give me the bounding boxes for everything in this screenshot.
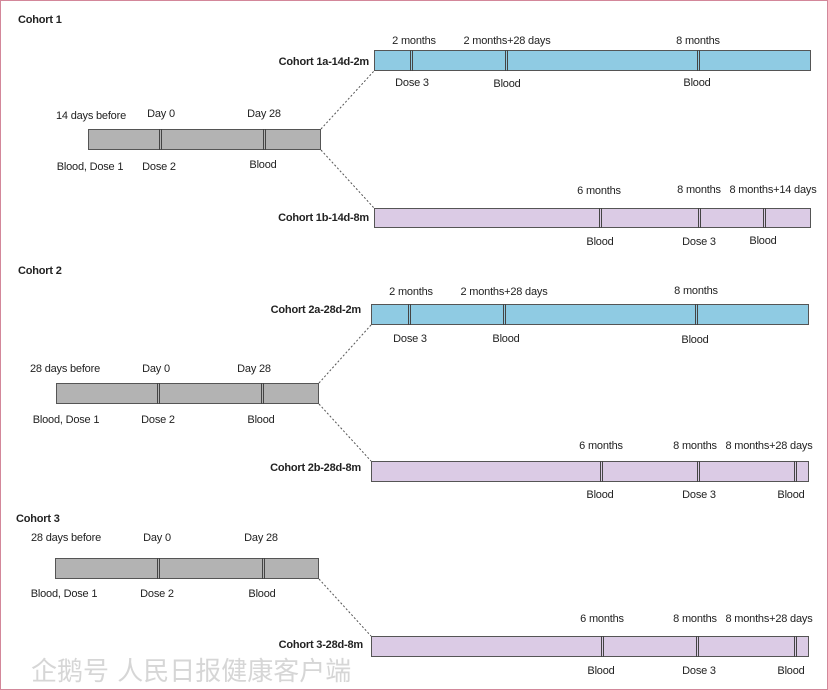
event-label: Dose 2 [141, 414, 175, 426]
timepoint-label: 28 days before [31, 532, 101, 544]
timepoint-marker [794, 636, 797, 657]
event-label: Blood [683, 77, 711, 89]
arm-timeline-bar [371, 304, 809, 325]
timepoint-marker [410, 50, 413, 71]
cohort-title: Cohort 1 [18, 14, 62, 26]
timepoint-marker [763, 208, 766, 228]
arm-label: Cohort 2b-28d-8m [270, 462, 361, 474]
event-label: Blood [248, 588, 276, 600]
baseline-timeline-bar [55, 558, 319, 579]
event-label: Blood [681, 334, 709, 346]
arm-label: Cohort 1a-14d-2m [278, 56, 370, 68]
dashed-connector [320, 70, 375, 130]
timepoint-marker [157, 558, 160, 579]
timepoint-label: Day 0 [147, 108, 175, 120]
event-label: Dose 3 [682, 489, 716, 501]
dashed-connector [318, 403, 372, 462]
timepoint-label: Day 0 [143, 532, 171, 544]
timepoint-marker [261, 383, 264, 404]
timepoint-label: 8 months [673, 440, 717, 452]
timepoint-marker [408, 304, 411, 325]
timepoint-label: 8 months [673, 613, 717, 625]
dashed-connector [318, 578, 372, 637]
timepoint-marker [159, 129, 162, 150]
cohort-title: Cohort 3 [16, 513, 60, 525]
timepoint-label: 8 months+14 days [729, 184, 817, 196]
event-label: Dose 2 [142, 161, 176, 173]
event-label: Blood [492, 333, 520, 345]
timepoint-label: Day 0 [142, 363, 170, 375]
event-label: Dose 3 [682, 236, 716, 248]
arm-label: Cohort 2a-28d-2m [270, 304, 362, 316]
timepoint-marker [262, 558, 265, 579]
timepoint-label: 8 months+28 days [725, 613, 813, 625]
event-label: Blood, Dose 1 [30, 588, 98, 600]
timepoint-label: 14 days before [56, 110, 126, 122]
timepoint-label: 8 months [674, 285, 718, 297]
timepoint-label: Day 28 [237, 363, 271, 375]
dashed-connector [318, 324, 372, 384]
timepoint-marker [697, 461, 700, 482]
timepoint-marker [503, 304, 506, 325]
timepoint-label: 2 months+28 days [463, 35, 551, 47]
arm-timeline-bar [374, 208, 811, 228]
timepoint-label: 8 months [676, 35, 720, 47]
timepoint-label: 6 months [579, 440, 623, 452]
event-label: Blood [587, 665, 615, 677]
baseline-timeline-bar [56, 383, 319, 404]
event-label: Blood [777, 489, 805, 501]
baseline-timeline-bar [88, 129, 321, 150]
timepoint-label: 2 months+28 days [460, 286, 548, 298]
timepoint-marker [697, 50, 700, 71]
timepoint-marker [794, 461, 797, 482]
timepoint-marker [695, 304, 698, 325]
timepoint-marker [263, 129, 266, 150]
event-label: Blood [493, 78, 521, 90]
arm-timeline-bar [374, 50, 811, 71]
event-label: Dose 3 [395, 77, 429, 89]
cohort-title: Cohort 2 [18, 265, 62, 277]
event-label: Blood [247, 414, 275, 426]
timepoint-marker [698, 208, 701, 228]
timepoint-marker [601, 636, 604, 657]
timepoint-label: 2 months [392, 35, 436, 47]
event-label: Blood [586, 236, 614, 248]
timepoint-label: 6 months [580, 613, 624, 625]
timepoint-label: 8 months [677, 184, 721, 196]
timepoint-marker [600, 461, 603, 482]
timepoint-marker [505, 50, 508, 71]
event-label: Dose 3 [393, 333, 427, 345]
timepoint-label: 28 days before [30, 363, 100, 375]
event-label: Blood [777, 665, 805, 677]
event-label: Blood, Dose 1 [56, 161, 124, 173]
timepoint-marker [157, 383, 160, 404]
arm-timeline-bar [371, 461, 809, 482]
event-label: Blood, Dose 1 [32, 414, 100, 426]
watermark: 企鹅号 人民日报健康客户端 [31, 657, 352, 687]
timepoint-label: 8 months+28 days [725, 440, 813, 452]
timepoint-marker [696, 636, 699, 657]
event-label: Dose 2 [140, 588, 174, 600]
timepoint-marker [599, 208, 602, 228]
timepoint-label: Day 28 [247, 108, 281, 120]
timepoint-label: 2 months [389, 286, 433, 298]
event-label: Blood [586, 489, 614, 501]
arm-label: Cohort 1b-14d-8m [278, 212, 369, 224]
dashed-connector [320, 149, 375, 209]
event-label: Dose 3 [682, 665, 716, 677]
arm-label: Cohort 3-28d-8m [278, 639, 364, 651]
arm-timeline-bar [371, 636, 809, 657]
event-label: Blood [249, 159, 277, 171]
timepoint-label: 6 months [577, 185, 621, 197]
timepoint-label: Day 28 [244, 532, 278, 544]
event-label: Blood [749, 235, 777, 247]
